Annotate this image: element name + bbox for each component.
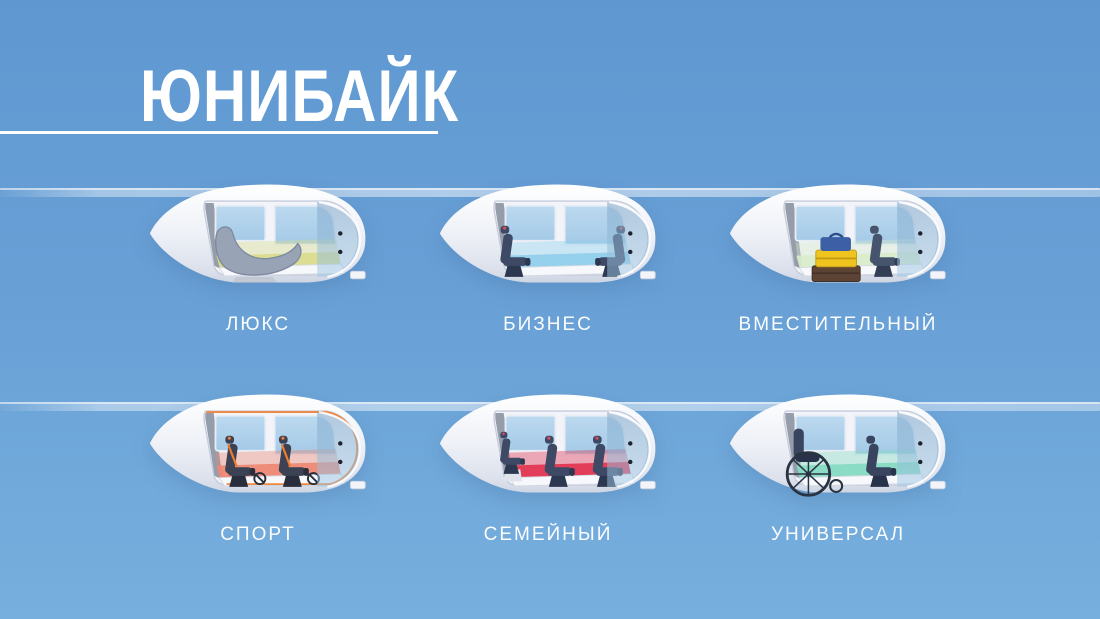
door-handle-dot: [338, 231, 343, 236]
pod-illustration: [149, 184, 366, 283]
pod-window-left: [504, 414, 557, 452]
pod-interior-items: [206, 411, 358, 487]
pod-glass-canopy: [317, 202, 360, 277]
pod-step: [929, 480, 946, 490]
title-underline: [0, 131, 438, 134]
door-handle-dot: [628, 249, 633, 255]
pod-interior-items: [215, 226, 302, 283]
child-seat-icon: [500, 431, 525, 474]
pod-window-left: [794, 204, 847, 242]
door-handle-dot: [628, 441, 633, 446]
pod-canopy-rim: [898, 410, 941, 489]
pod-interior-items: [811, 225, 900, 282]
pod-canopy-rim: [608, 200, 651, 279]
pod-step: [349, 270, 366, 280]
pod-step: [639, 270, 656, 280]
pod-illustration: [729, 184, 946, 283]
pod-canopy-rim: [608, 410, 651, 489]
pod-window-left: [214, 414, 267, 452]
luggage-icon: [811, 232, 861, 282]
pod-step: [639, 480, 656, 490]
pod-glass-canopy: [897, 412, 940, 487]
pod-wall-accent: [505, 239, 629, 257]
pod-glass-canopy: [897, 202, 940, 277]
pod-label: УНИВЕРСАЛ: [770, 524, 906, 545]
seat-icon: [869, 225, 900, 277]
pod-cell-5: СЕМЕЙНЫЙ: [428, 388, 668, 546]
pod-label: СЕМЕЙНЫЙ: [483, 524, 613, 545]
pod-glass-canopy: [607, 202, 650, 277]
pod-cell-6: УНИВЕРСАЛ: [718, 388, 958, 546]
pod-window-left: [504, 204, 557, 242]
door-handle-dot: [918, 249, 923, 255]
seat-icon: [500, 225, 531, 277]
pod-cell-1: ЛЮКС: [138, 178, 378, 336]
door-handle-dot: [918, 459, 923, 465]
pod-canopy-rim: [898, 200, 941, 279]
door-handle-dot: [338, 441, 343, 446]
pod-illustration: [439, 184, 656, 283]
pod-cell-4: СПОРТ: [138, 388, 378, 546]
pod-interior-shadow-panel: [785, 202, 803, 271]
pod-label: ВМЕСТИТЕЛЬНЫЙ: [738, 314, 938, 335]
seat-icon: [225, 435, 256, 487]
door-handle-dot: [918, 231, 923, 236]
pod-interior-shadow-panel: [205, 412, 223, 481]
pod-glass-canopy: [317, 412, 360, 487]
slide-title: ЮНИБАЙК: [140, 55, 460, 137]
door-handle-dot: [338, 459, 343, 465]
pod-cell-2: БИЗНЕС: [428, 178, 668, 336]
pedal-icon: [253, 472, 267, 486]
pod-label: ЛЮКС: [225, 314, 291, 335]
pod-label: СПОРТ: [220, 524, 296, 545]
pod-wall-accent: [215, 239, 339, 257]
pod-step: [349, 480, 366, 490]
door-handle-dot: [918, 441, 923, 446]
lounge-chair-icon: [215, 226, 302, 283]
pod-illustration: [439, 394, 656, 493]
door-handle-dot: [338, 249, 343, 255]
pod-interior-items: [785, 428, 897, 497]
wheelchair-icon: [785, 428, 844, 497]
pod-canopy-rim: [318, 410, 361, 489]
pod-label: БИЗНЕС: [503, 314, 593, 335]
pod-illustration: [149, 394, 366, 493]
seat-icon: [866, 435, 897, 487]
seat-icon: [544, 435, 575, 487]
pod-canopy-rim: [318, 200, 361, 279]
pod-wall-accent: [215, 449, 339, 467]
seat-icon: [278, 435, 309, 487]
door-handle-dot: [628, 231, 633, 236]
door-handle-dot: [628, 459, 633, 465]
pod-illustration: [729, 394, 946, 497]
pod-cell-3: ВМЕСТИТЕЛЬНЫЙ: [718, 178, 958, 336]
pod-glass-canopy: [607, 412, 650, 487]
pod-step: [929, 270, 946, 280]
